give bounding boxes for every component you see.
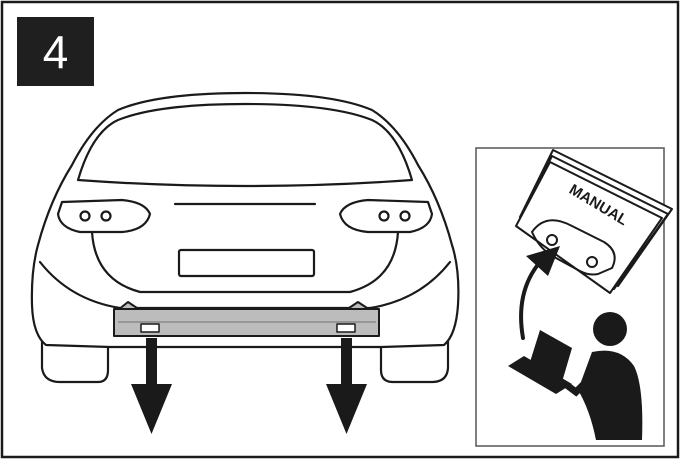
curved-arrow-icon — [519, 246, 560, 340]
bumper-part — [113, 301, 380, 337]
bumper-right-slot — [336, 323, 356, 333]
manual-car-wheel-1 — [546, 234, 558, 246]
right-arrow-shaft — [341, 338, 352, 386]
left-arrow-shaft — [146, 338, 157, 386]
person-with-laptop-icon — [508, 312, 643, 440]
curved-arrow-head — [526, 246, 560, 276]
right-arrow-head — [326, 384, 367, 434]
bumper-removal-arrow-icon — [131, 338, 367, 434]
step-number: 4 — [42, 25, 69, 78]
manual-car-wheel-2 — [586, 256, 598, 268]
left-light-circle-inner — [100, 210, 112, 222]
car-rear-illustration — [30, 91, 460, 384]
car-body — [30, 91, 460, 349]
bumper-left-slot — [140, 323, 160, 333]
left-light-circle-outer — [79, 210, 91, 222]
person-arm — [564, 366, 602, 397]
left-arrow-head — [131, 384, 172, 434]
person-head — [593, 312, 627, 346]
right-tail-light — [338, 198, 434, 234]
tailgate-curve — [90, 230, 400, 294]
right-light-circle-inner — [378, 210, 390, 222]
license-plate — [177, 248, 316, 278]
laptop-screen — [530, 330, 572, 382]
right-light-circle-outer — [399, 210, 411, 222]
laptop-base — [508, 356, 572, 394]
step-number-badge: 4 — [17, 17, 94, 86]
left-tail-light — [56, 198, 152, 234]
manual-book-icon: MANUAL — [515, 149, 673, 294]
curved-arrow-body — [519, 260, 542, 340]
rear-window — [76, 102, 414, 188]
